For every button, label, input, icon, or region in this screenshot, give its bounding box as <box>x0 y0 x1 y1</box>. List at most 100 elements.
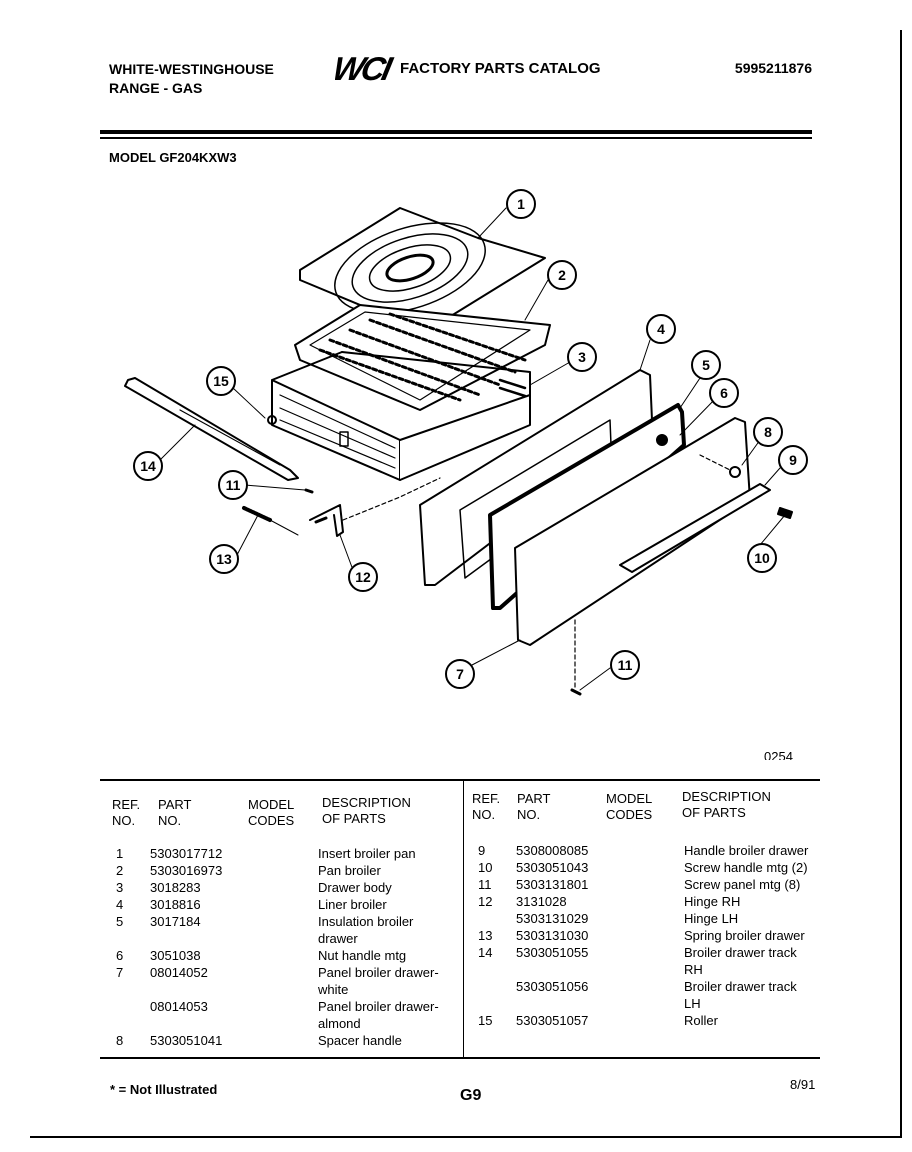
part-row-part: 5303131029 <box>516 911 589 926</box>
part-row-desc: Spring broiler drawer <box>684 928 805 943</box>
svg-text:2: 2 <box>558 267 566 283</box>
part-row-part: 08014053 <box>150 999 208 1014</box>
callout-1: 1 <box>506 189 536 219</box>
broiler-drawer-track-part <box>124 377 299 481</box>
brand-name: WHITE-WESTINGHOUSE <box>109 61 274 77</box>
insert-broiler-pan-part <box>299 207 546 333</box>
part-row-part: 3017184 <box>150 914 201 929</box>
part-row-desc: RH <box>684 962 703 977</box>
part-row-desc: Pan broiler <box>318 863 381 878</box>
model-number: MODEL GF204KXW3 <box>109 150 237 165</box>
part-row-desc: Liner broiler <box>318 897 387 912</box>
svg-text:6: 6 <box>720 385 728 401</box>
part-row-desc: Screw panel mtg (8) <box>684 877 801 892</box>
part-row-part: 5308008085 <box>516 843 589 858</box>
part-row-part: 5303051055 <box>516 945 589 960</box>
svg-text:7: 7 <box>456 666 464 682</box>
table-divider <box>463 779 464 1059</box>
part-row-desc: Handle broiler drawer <box>684 843 809 858</box>
callout-9: 9 <box>778 445 808 475</box>
callout-13: 13 <box>209 544 239 574</box>
part-row-ref: 7 <box>116 965 124 980</box>
exploded-parts-diagram: 1 2 3 4 5 6 7 8 9 10 11 12 13 14 15 11 0… <box>124 189 808 760</box>
callout-12: 12 <box>348 562 378 592</box>
roller-part <box>267 415 277 425</box>
part-row-desc: Panel broiler drawer- <box>318 965 439 980</box>
catalog-number: 5995211876 <box>734 60 812 76</box>
part-row-desc: Hinge LH <box>684 911 739 926</box>
header-rule <box>100 130 812 134</box>
callout-8: 8 <box>753 417 783 447</box>
part-row-ref: 5 <box>116 914 124 929</box>
part-row-part: 5303016973 <box>150 863 223 878</box>
callout-3: 3 <box>567 342 597 372</box>
part-row-part: 3051038 <box>150 948 201 963</box>
part-row-part: 5303131801 <box>516 877 589 892</box>
drawer-body-part <box>271 351 531 481</box>
part-row-ref: 4 <box>116 897 124 912</box>
part-row-part: 3131028 <box>516 894 567 909</box>
part-row-ref: 9 <box>478 843 486 858</box>
part-row-desc: Broiler drawer track <box>684 945 797 960</box>
brand-block: WHITE-WESTINGHOUSE RANGE - GAS <box>109 60 274 98</box>
part-row-part: 3018283 <box>150 880 201 895</box>
part-row-ref: 15 <box>478 1013 493 1028</box>
screw-panel-lower-part <box>570 688 582 696</box>
header-rule-thin <box>100 137 812 139</box>
part-row-desc: Screw handle mtg (2) <box>684 860 808 875</box>
spacer-handle-part <box>729 466 741 478</box>
not-illustrated-note: * = Not Illustrated <box>110 1082 218 1097</box>
table-top-rule <box>100 779 820 781</box>
part-row-ref: 1 <box>116 846 124 861</box>
part-row-ref: 2 <box>116 863 124 878</box>
svg-text:13: 13 <box>216 551 232 567</box>
part-row-desc: Broiler drawer track <box>684 979 797 994</box>
svg-text:5: 5 <box>702 357 710 373</box>
nut-handle-part <box>656 434 668 446</box>
part-row-desc: almond <box>318 1016 361 1031</box>
callout-10: 10 <box>747 543 777 573</box>
callout-5: 5 <box>691 350 721 380</box>
svg-text:10: 10 <box>754 550 770 566</box>
callout-14: 14 <box>133 451 163 481</box>
callout-11-lower: 11 <box>610 650 640 680</box>
screw-panel-part <box>304 488 314 494</box>
svg-text:1: 1 <box>517 196 525 212</box>
pan-broiler-part <box>294 304 551 411</box>
wci-logo: WCI <box>329 51 397 89</box>
svg-text:4: 4 <box>657 321 665 337</box>
svg-text:12: 12 <box>355 569 371 585</box>
part-row-part: 5303017712 <box>150 846 223 861</box>
part-row-desc: Hinge RH <box>684 894 741 909</box>
svg-text:WCI: WCI <box>335 52 396 84</box>
part-row-ref: 12 <box>478 894 493 909</box>
screw-handle-part <box>777 507 793 519</box>
part-row-ref: 14 <box>478 945 493 960</box>
part-row-desc: Insert broiler pan <box>318 846 416 861</box>
product-line: RANGE - GAS <box>109 80 203 96</box>
catalog-title: FACTORY PARTS CATALOG <box>400 60 601 77</box>
part-row-part: 08014052 <box>150 965 208 980</box>
part-row-desc: LH <box>684 996 701 1011</box>
page-number: G9 <box>460 1087 482 1104</box>
spring-broiler-drawer-part <box>242 506 272 522</box>
callout-15: 15 <box>206 366 236 396</box>
part-row-desc: Panel broiler drawer- <box>318 999 439 1014</box>
part-row-ref: 8 <box>116 1033 124 1048</box>
part-row-ref: 6 <box>116 948 124 963</box>
part-row-desc: Roller <box>684 1013 718 1028</box>
part-row-desc: drawer <box>318 931 358 946</box>
part-row-desc: Nut handle mtg <box>318 948 407 963</box>
part-row-desc: Drawer body <box>318 880 392 895</box>
svg-text:9: 9 <box>789 452 797 468</box>
part-row-part: 5303051056 <box>516 979 589 994</box>
page-frame <box>30 30 902 1138</box>
part-row-part: 5303051057 <box>516 1013 589 1028</box>
revision-date: 8/91 <box>790 1077 816 1092</box>
part-row-ref: 3 <box>116 880 124 895</box>
part-row-desc: Insulation broiler <box>318 914 414 929</box>
part-row-desc: Spacer handle <box>318 1033 402 1048</box>
callout-11-upper: 11 <box>218 470 248 500</box>
callout-6: 6 <box>709 378 739 408</box>
part-row-ref: 11 <box>478 877 492 892</box>
